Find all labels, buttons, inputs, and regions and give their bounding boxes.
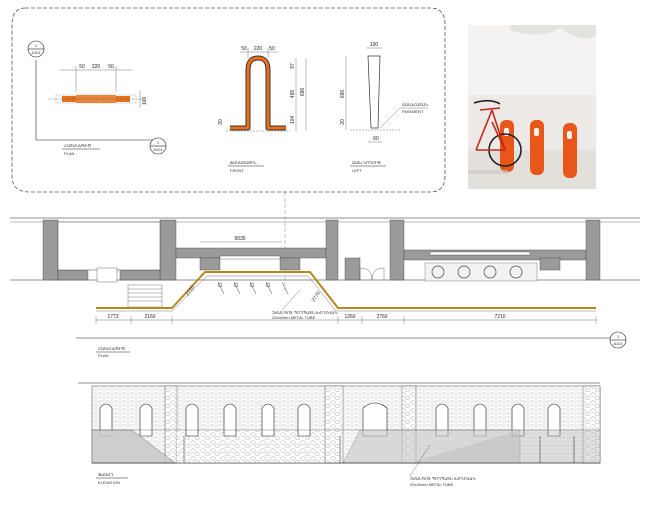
metal-tube-path bbox=[96, 271, 596, 309]
elevation-title: ELEVATION bbox=[98, 480, 120, 485]
left-dim-small: 20 bbox=[340, 119, 346, 125]
left-title-local: ՁԱԽ ԿՈՂՄԻՑ bbox=[352, 160, 381, 165]
plan-detail: 1 A101 1 A101 50 220 50 100 ՀԱՏԱԿԱԳԻԾ PL… bbox=[27, 40, 167, 156]
plan-title-local: ՀԱՏԱԿԱԳԻԾ bbox=[64, 143, 92, 148]
front-title-local: ՃԱԿԱՏԱՅԻՆ bbox=[230, 160, 257, 165]
front-detail: 50 220 50 20 97 495 104 696 ՃԱԿԱՏԱՅԻՆ FR… bbox=[218, 46, 307, 173]
elevation-title-local: ՖԱՍԱԴ bbox=[98, 472, 113, 477]
photo-rack-3 bbox=[563, 123, 577, 178]
photo-rack-2 bbox=[530, 120, 544, 175]
ref-top-sheet: A101 bbox=[31, 50, 41, 55]
detail-panel: 1 A101 1 A101 50 220 50 100 ՀԱՏԱԿԱԳԻԾ PL… bbox=[11, 7, 446, 193]
bottom-dim-3: 1260 bbox=[344, 314, 355, 320]
bottom-dim-2: 2160 bbox=[144, 314, 155, 320]
site-title: PLAN bbox=[98, 353, 109, 358]
front-dim-r3: 104 bbox=[290, 116, 296, 125]
facade-windows bbox=[99, 402, 561, 437]
plan-dim-3: 50 bbox=[108, 64, 114, 70]
wall-segment bbox=[42, 219, 59, 281]
front-dim-r2: 495 bbox=[290, 90, 296, 99]
plan-dim-side: 100 bbox=[142, 97, 148, 106]
photo-rack-1 bbox=[500, 120, 514, 172]
plan-title: PLAN bbox=[64, 151, 75, 156]
bottom-dim-4: 2760 bbox=[376, 314, 387, 320]
bottom-dim-1: 1773 bbox=[107, 314, 118, 320]
site-ref-sheet: A101 bbox=[613, 341, 623, 346]
door-swing bbox=[359, 267, 373, 281]
bottom-dim-5: 7210 bbox=[494, 314, 505, 320]
pavement-note-local: ՍԱԼԱՀԱՏԱԿ bbox=[402, 102, 428, 107]
rack-side bbox=[367, 55, 381, 129]
plan-dim-2: 220 bbox=[92, 64, 101, 70]
elevation: ՖԱՍԱԴ ELEVATION ՉԺԱՆԳՈՏ ՊՈՂՊԱՏԵ ԽՈՂՈՎԱԿ … bbox=[78, 382, 601, 487]
front-dim-1: 50 bbox=[241, 46, 247, 52]
diag-dim-right: 2770 bbox=[311, 290, 322, 303]
ref-right-number: 1 bbox=[157, 140, 160, 145]
site-tube-note-local: ՉԺԱՆԳՈՏ ՊՈՂՊԱՏԵ ԽՈՂՈՎԱԿ bbox=[272, 310, 338, 315]
parked-bikes bbox=[217, 281, 289, 295]
plan-dim-1: 50 bbox=[79, 64, 85, 70]
site-ref-number: 1 bbox=[617, 334, 620, 339]
rack-photo bbox=[468, 25, 596, 189]
stairs bbox=[127, 284, 163, 308]
front-dim-left: 20 bbox=[218, 119, 224, 125]
bicycle bbox=[473, 99, 522, 167]
left-dim-height: 696 bbox=[340, 90, 346, 99]
site-tube-note: 20x40mm METAL TUBE bbox=[272, 315, 316, 320]
ref-top-number: 1 bbox=[35, 43, 38, 48]
site-dim-top: 5035 bbox=[234, 236, 245, 242]
front-title: FRONT bbox=[230, 168, 244, 173]
site-plan: 5035 2710 2770 ՉԺԱՆԳՈՏ ՊՈՂՊԱՏԵ ԽՈՂՈՎԱԿ 2… bbox=[10, 217, 640, 358]
pavement-note: PAVEMENT bbox=[402, 109, 424, 114]
front-dim-3: 50 bbox=[269, 46, 275, 52]
left-dim-top: 100 bbox=[370, 42, 379, 48]
detail-frame bbox=[11, 7, 446, 193]
ref-right-sheet: A101 bbox=[153, 147, 163, 152]
left-detail: 100 696 20 60 ՍԱԼԱՀԱՏԱԿ PAVEMENT ՁԱԽ ԿՈՂ… bbox=[340, 42, 428, 173]
front-dim-r1: 97 bbox=[290, 63, 296, 69]
front-dim-2: 220 bbox=[254, 46, 263, 52]
site-title-local: ՀԱՏԱԿԱԳԻԾ bbox=[98, 346, 126, 351]
left-title: LEFT bbox=[352, 168, 362, 173]
diag-dim-left: 2710 bbox=[185, 284, 196, 297]
front-dim-r4: 696 bbox=[300, 88, 306, 97]
elevation-tube-note-local: ՉԺԱՆԳՈՏ ՊՈՂՊԱՏԵ ԽՈՂՈՎԱԿ bbox=[410, 476, 476, 481]
elevation-tube-note: 20x40mm METAL TUBE bbox=[410, 482, 454, 487]
planters bbox=[424, 262, 538, 282]
rack-outline bbox=[230, 55, 286, 131]
left-dim-bottom: 60 bbox=[373, 136, 379, 142]
rack-front bbox=[230, 56, 286, 130]
